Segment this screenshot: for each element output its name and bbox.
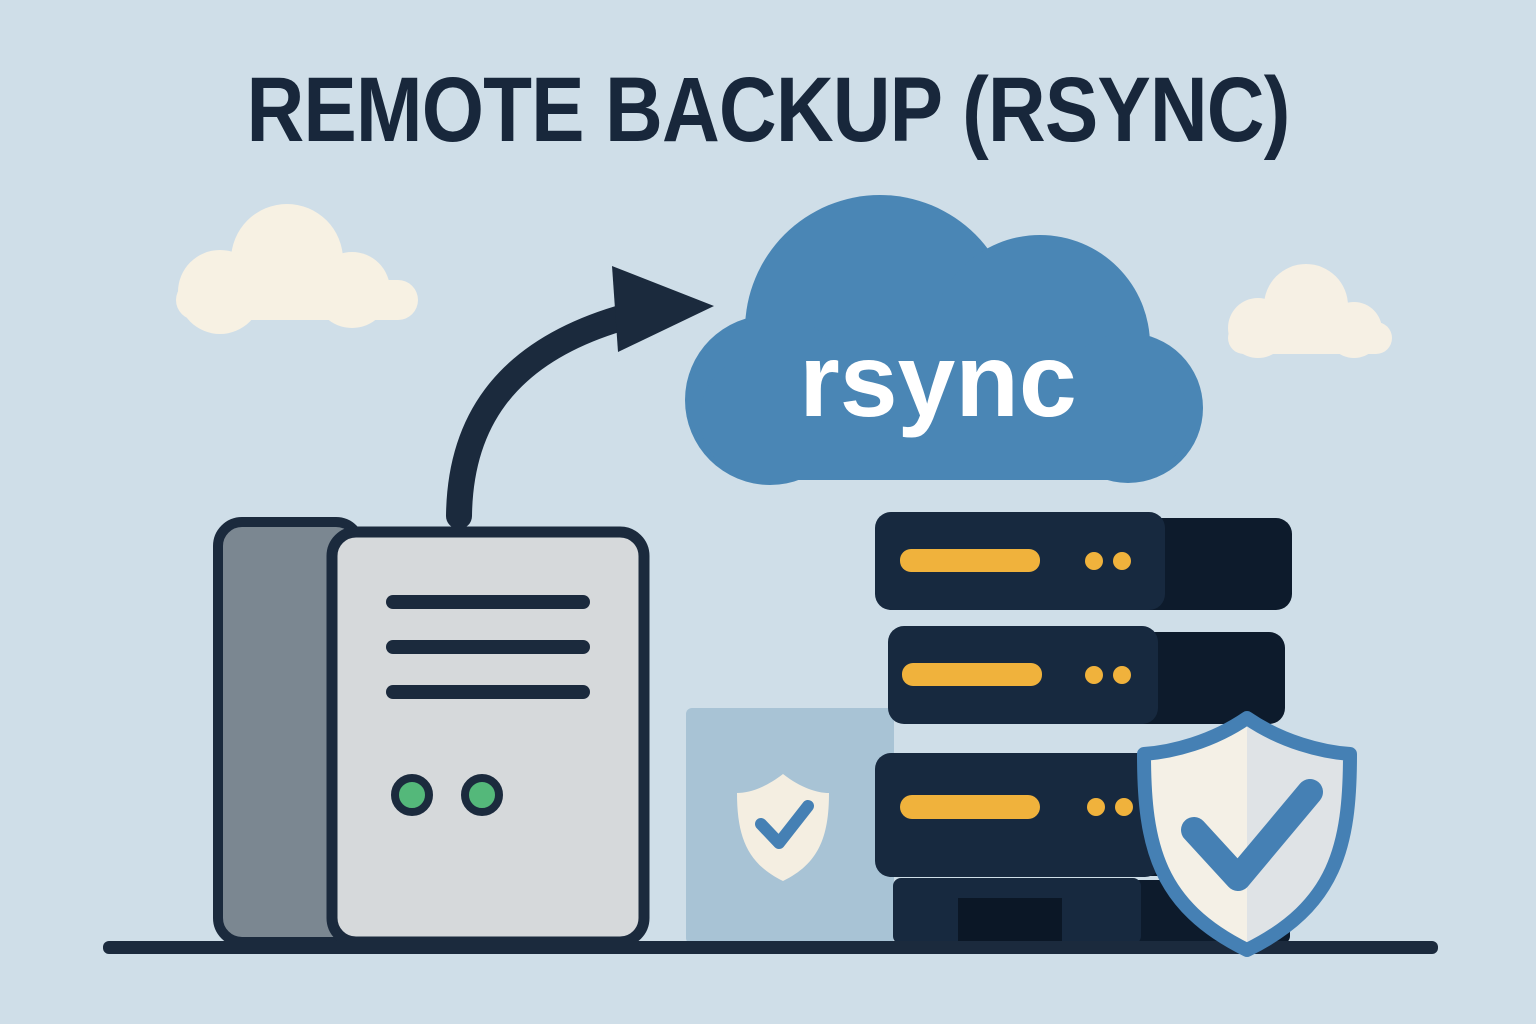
server-led-bar: [900, 549, 1040, 572]
server-led: [1085, 666, 1103, 684]
document-text-line: [386, 640, 590, 654]
page-title: REMOTE BACKUP (RSYNC): [246, 59, 1290, 161]
status-dot: [391, 774, 433, 816]
document-icon: [213, 517, 650, 948]
cloud-decoration-icon-right: [1228, 264, 1392, 358]
status-dot: [461, 774, 503, 816]
server-led: [1115, 798, 1133, 816]
server-led: [1085, 552, 1103, 570]
document-page: [326, 526, 650, 948]
server-led: [1113, 666, 1131, 684]
cloud-decoration-icon-left: [176, 204, 418, 334]
document-text-line: [386, 595, 590, 609]
server-led: [1113, 552, 1131, 570]
server-led-bar: [900, 795, 1040, 819]
cloud-icon: rsync: [685, 195, 1203, 485]
backup-panel: [686, 708, 894, 944]
ground-line: [103, 941, 1438, 954]
server-base-notch: [958, 898, 1062, 944]
server-led: [1087, 798, 1105, 816]
server-led-bar: [902, 663, 1042, 686]
document-text-line: [386, 685, 590, 699]
shield-small-icon: [737, 774, 829, 881]
arrow-icon: [446, 266, 714, 529]
rsync-label: rsync: [799, 323, 1077, 439]
